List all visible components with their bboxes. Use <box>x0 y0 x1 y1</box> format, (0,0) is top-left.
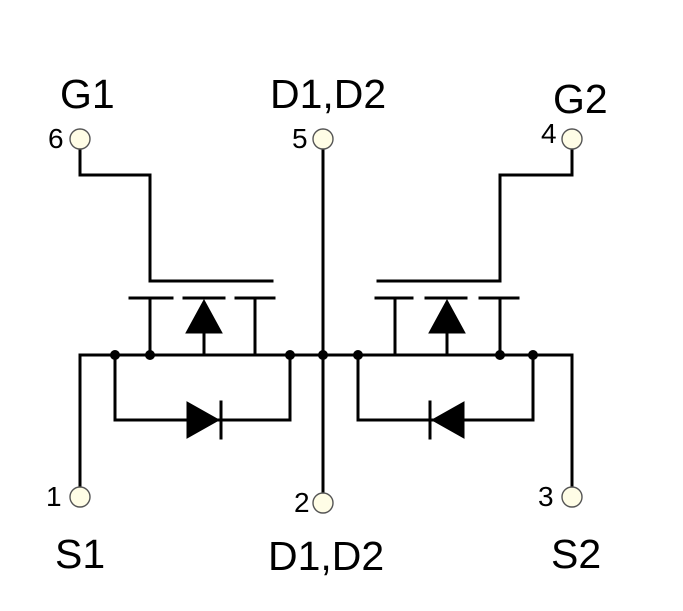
pin-6-circle <box>69 128 91 150</box>
pin-number-1: 1 <box>46 481 62 512</box>
label-s1: S1 <box>55 531 105 577</box>
wires <box>78 146 574 495</box>
junction-dot <box>318 350 328 360</box>
pin-1-circle <box>69 486 91 508</box>
junction-dot <box>145 350 155 360</box>
pin-number-5: 5 <box>292 123 308 154</box>
junction-dot <box>495 350 505 360</box>
diode2-symbol <box>428 400 465 440</box>
pin-number-3: 3 <box>538 481 554 512</box>
pins <box>69 128 583 514</box>
label-drain-bottom: D1,D2 <box>268 533 384 579</box>
gate2-lead <box>376 146 574 283</box>
label-s2: S2 <box>551 531 601 577</box>
pin-3-circle <box>561 486 583 508</box>
fet2-body-arrow <box>428 298 466 334</box>
diode2-loop <box>356 353 535 422</box>
pin-number-6: 6 <box>48 123 64 154</box>
pin-2-circle <box>312 492 334 514</box>
diode1-symbol <box>186 400 223 440</box>
diode1-triangle <box>186 401 221 439</box>
junction-dot <box>353 350 363 360</box>
fet1-body-arrow <box>185 298 223 334</box>
diode2-triangle <box>430 401 465 439</box>
pin-number-4: 4 <box>541 118 557 149</box>
junction-dot <box>285 350 295 360</box>
junction-dot <box>110 350 120 360</box>
junction-dots <box>110 350 538 360</box>
pin-number-2: 2 <box>294 487 310 518</box>
label-drain-top: D1,D2 <box>270 71 386 117</box>
gate1-lead <box>78 146 274 283</box>
label-g1: G1 <box>60 71 115 117</box>
pin-4-circle <box>561 128 583 150</box>
label-g2: G2 <box>553 76 608 122</box>
pin-5-circle <box>312 128 334 150</box>
junction-dot <box>528 350 538 360</box>
